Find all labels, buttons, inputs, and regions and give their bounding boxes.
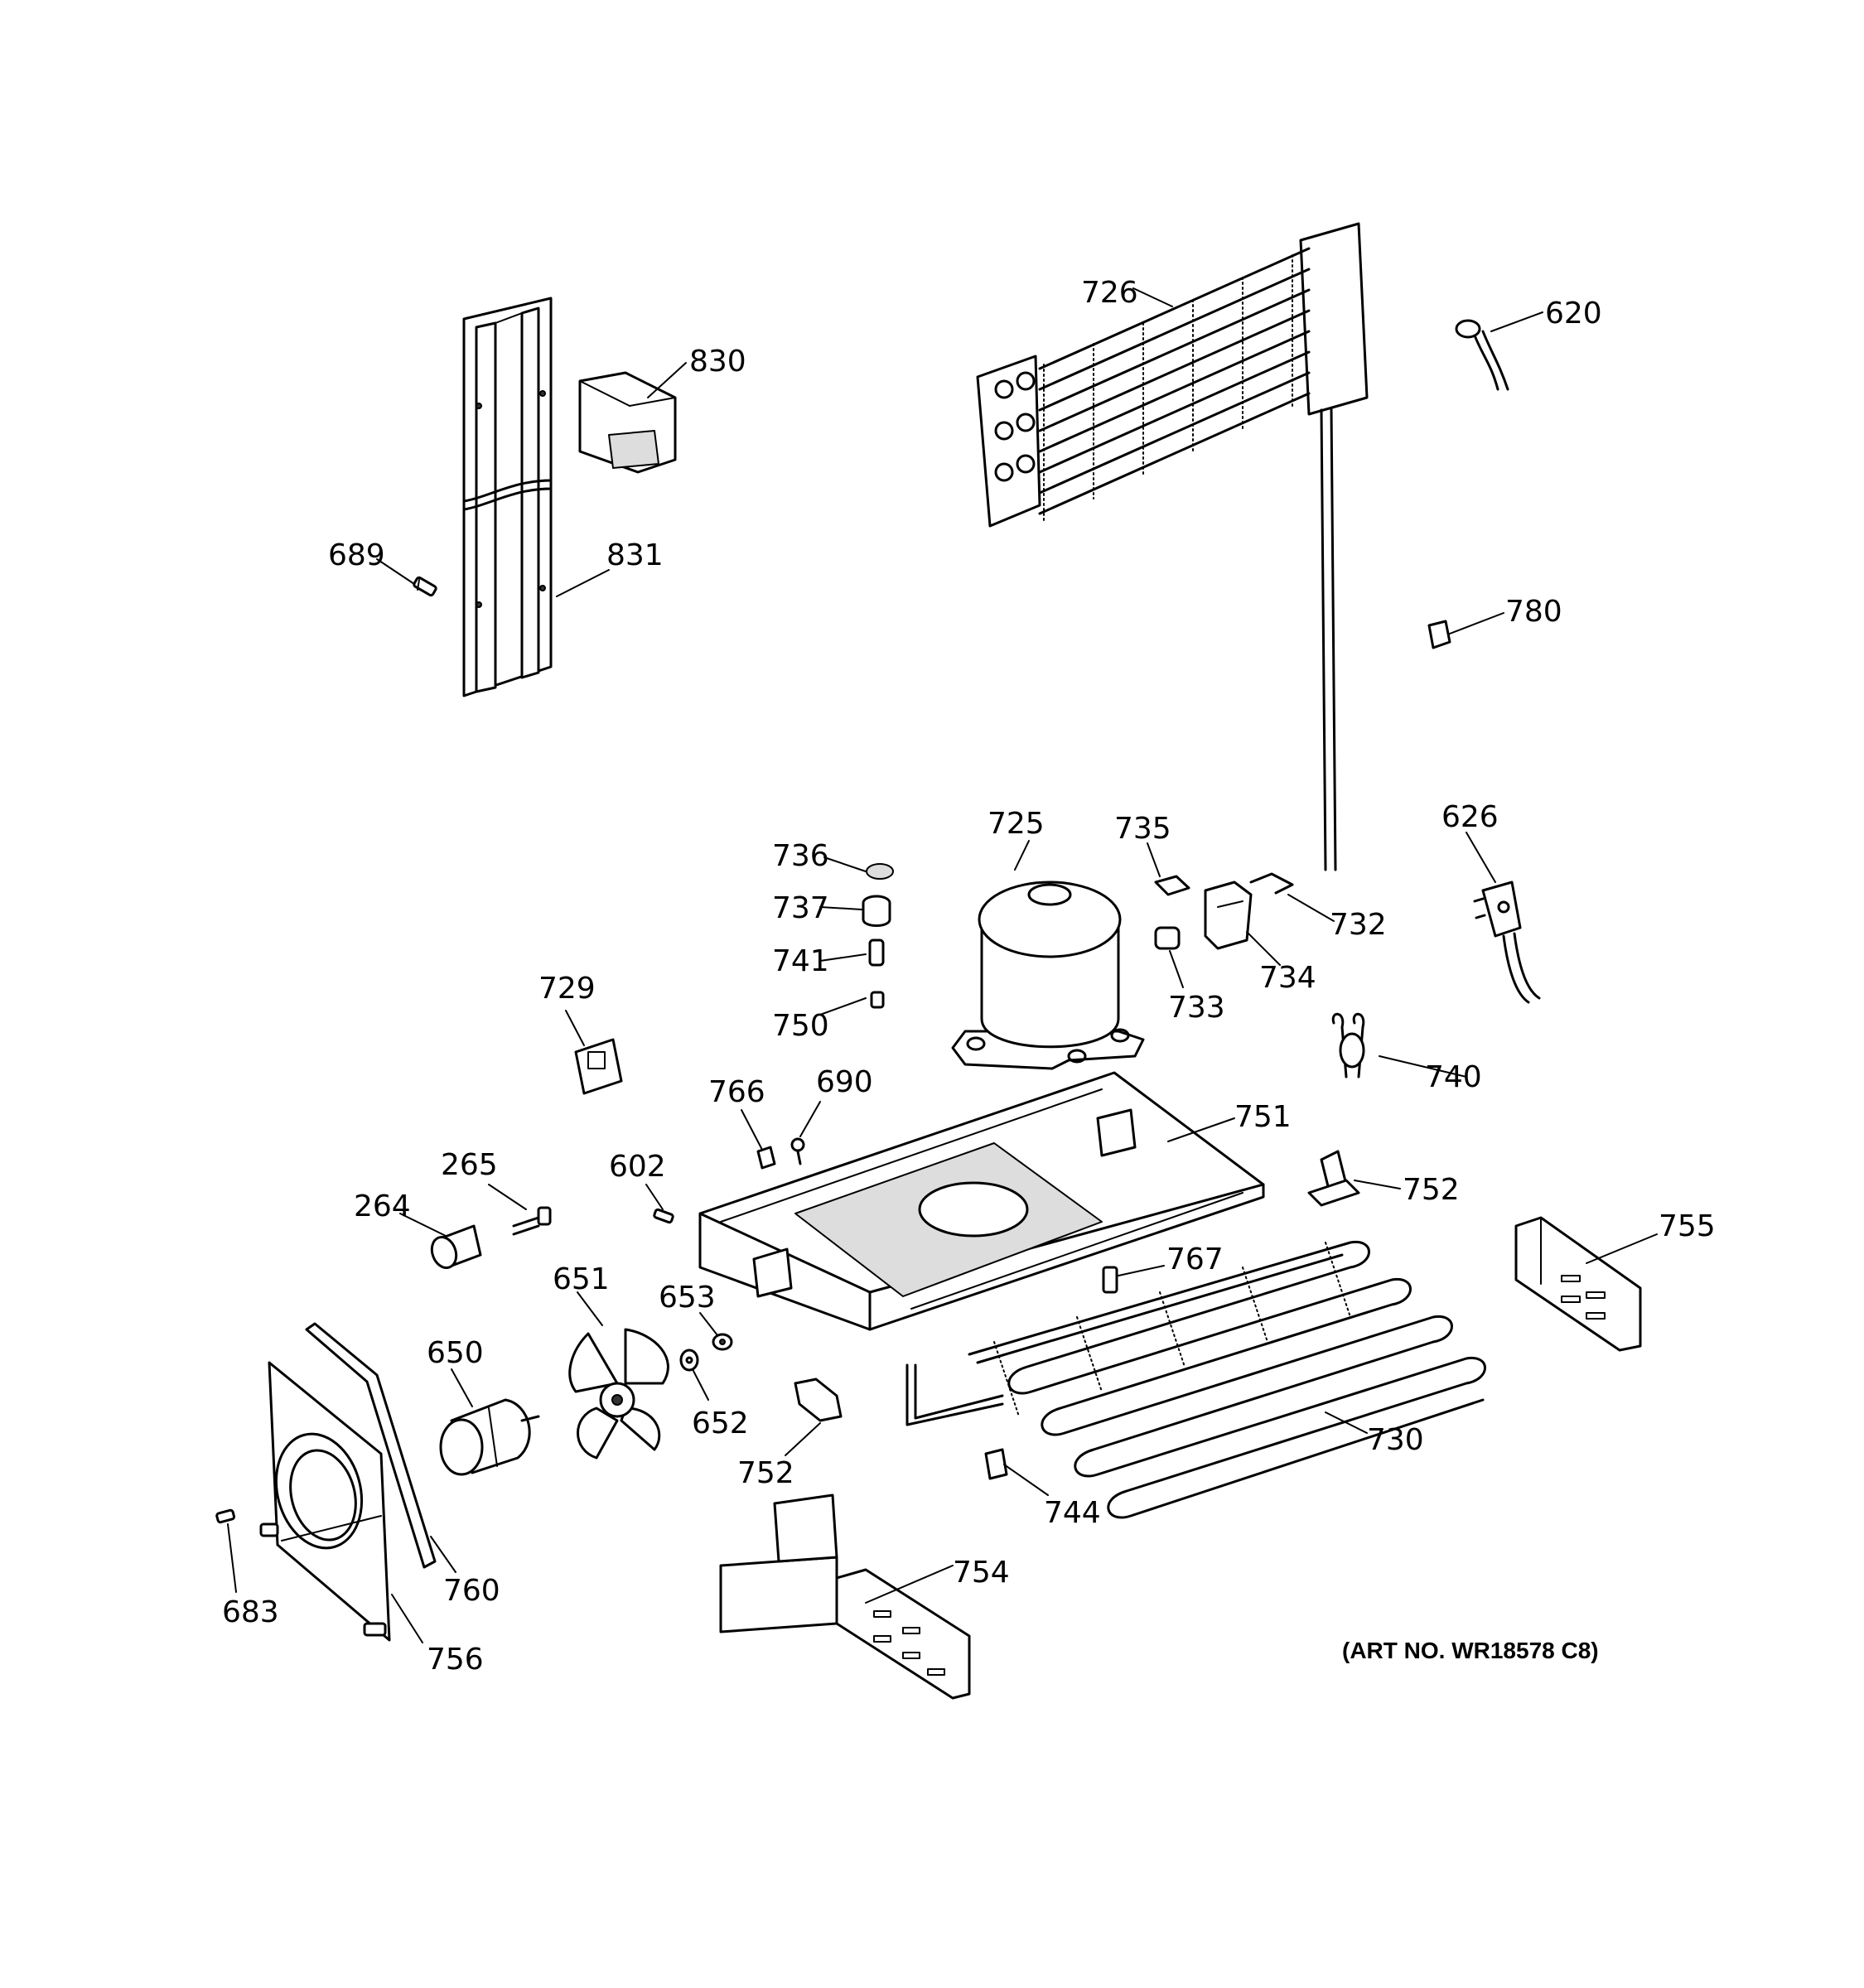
part-752-bracket-lower [794,1378,843,1422]
part-650-fan-motor [439,1398,540,1476]
label-737: 737 [772,891,829,925]
label-767: 767 [1166,1242,1224,1276]
part-725-compressor [951,881,1145,1070]
part-767-pin [1102,1266,1118,1294]
part-689-screw [413,576,437,597]
part-651-fan-blade [568,1328,669,1460]
part-732-clip-wire [1249,872,1294,895]
label-766: 766 [708,1075,765,1109]
label-741: 741 [772,944,829,978]
label-756: 756 [427,1643,484,1677]
part-265-bolt [512,1206,552,1236]
part-766-clip [756,1146,776,1170]
label-729: 729 [538,972,596,1006]
label-754: 754 [953,1556,1010,1590]
label-830: 830 [689,345,746,379]
part-602-screw [653,1208,674,1224]
label-735: 735 [1114,812,1171,846]
label-730: 730 [1367,1423,1424,1457]
label-626: 626 [1441,800,1499,834]
part-729-capacitor [574,1038,623,1095]
part-754-brace [719,1493,971,1700]
part-752-bracket-upper [1307,1150,1360,1207]
leader-lines [227,287,1658,1643]
label-620: 620 [1545,297,1602,331]
part-750-screw [870,991,885,1009]
part-730-condenser [905,1240,1486,1519]
label-650: 650 [427,1336,484,1370]
label-690: 690 [816,1065,873,1099]
label-602: 602 [609,1150,666,1184]
label-751: 751 [1234,1100,1292,1134]
label-752-upper: 752 [1403,1173,1460,1207]
label-726: 726 [1081,276,1138,310]
part-736-clip [866,863,894,880]
part-830-foam-block [578,371,677,474]
label-651: 651 [553,1262,610,1296]
part-751-base-pan [698,1071,1265,1331]
part-756-shroud [259,1361,391,1642]
part-690-screw [790,1137,805,1165]
part-734-relay [1204,881,1253,950]
label-725: 725 [988,807,1045,841]
label-734: 734 [1259,961,1316,995]
label-732: 732 [1330,908,1387,942]
label-736: 736 [772,839,829,873]
label-755: 755 [1659,1209,1716,1243]
part-737-grommet [862,895,891,927]
label-652: 652 [692,1407,749,1440]
part-683-screw [215,1508,236,1524]
label-831: 831 [606,538,664,572]
part-733-overload [1154,926,1181,950]
part-744-clip [984,1448,1008,1480]
part-760-seal-strip [305,1322,437,1569]
label-689: 689 [328,538,385,572]
label-733: 733 [1168,991,1225,1025]
part-741-sleeve [868,939,885,967]
part-726-evaporator [976,222,1369,871]
label-653: 653 [659,1281,716,1315]
part-652-washer [679,1349,699,1372]
label-780: 780 [1505,595,1562,629]
part-264-grommet [430,1224,482,1269]
part-831-channel-bracket [462,297,553,697]
label-744: 744 [1044,1496,1101,1530]
label-750: 750 [772,1009,829,1043]
label-683: 683 [222,1595,279,1629]
part-735-cover [1154,875,1190,896]
part-740-hanger [1331,1012,1365,1078]
label-265: 265 [441,1148,498,1182]
part-755-brace [1514,1216,1642,1352]
part-labels: 830 831 689 726 620 780 626 725 735 732 … [222,276,1716,1677]
part-620-sensor [1455,319,1509,391]
part-780-clip [1427,620,1451,649]
label-752-lower: 752 [737,1456,794,1490]
label-760: 760 [443,1574,500,1608]
label-264: 264 [354,1189,411,1223]
part-653-nut [712,1333,733,1351]
part-626-power-cord [1473,881,1541,1004]
art-number: (ART NO. WR18578 C8) [1342,1638,1599,1663]
label-740: 740 [1425,1060,1482,1094]
